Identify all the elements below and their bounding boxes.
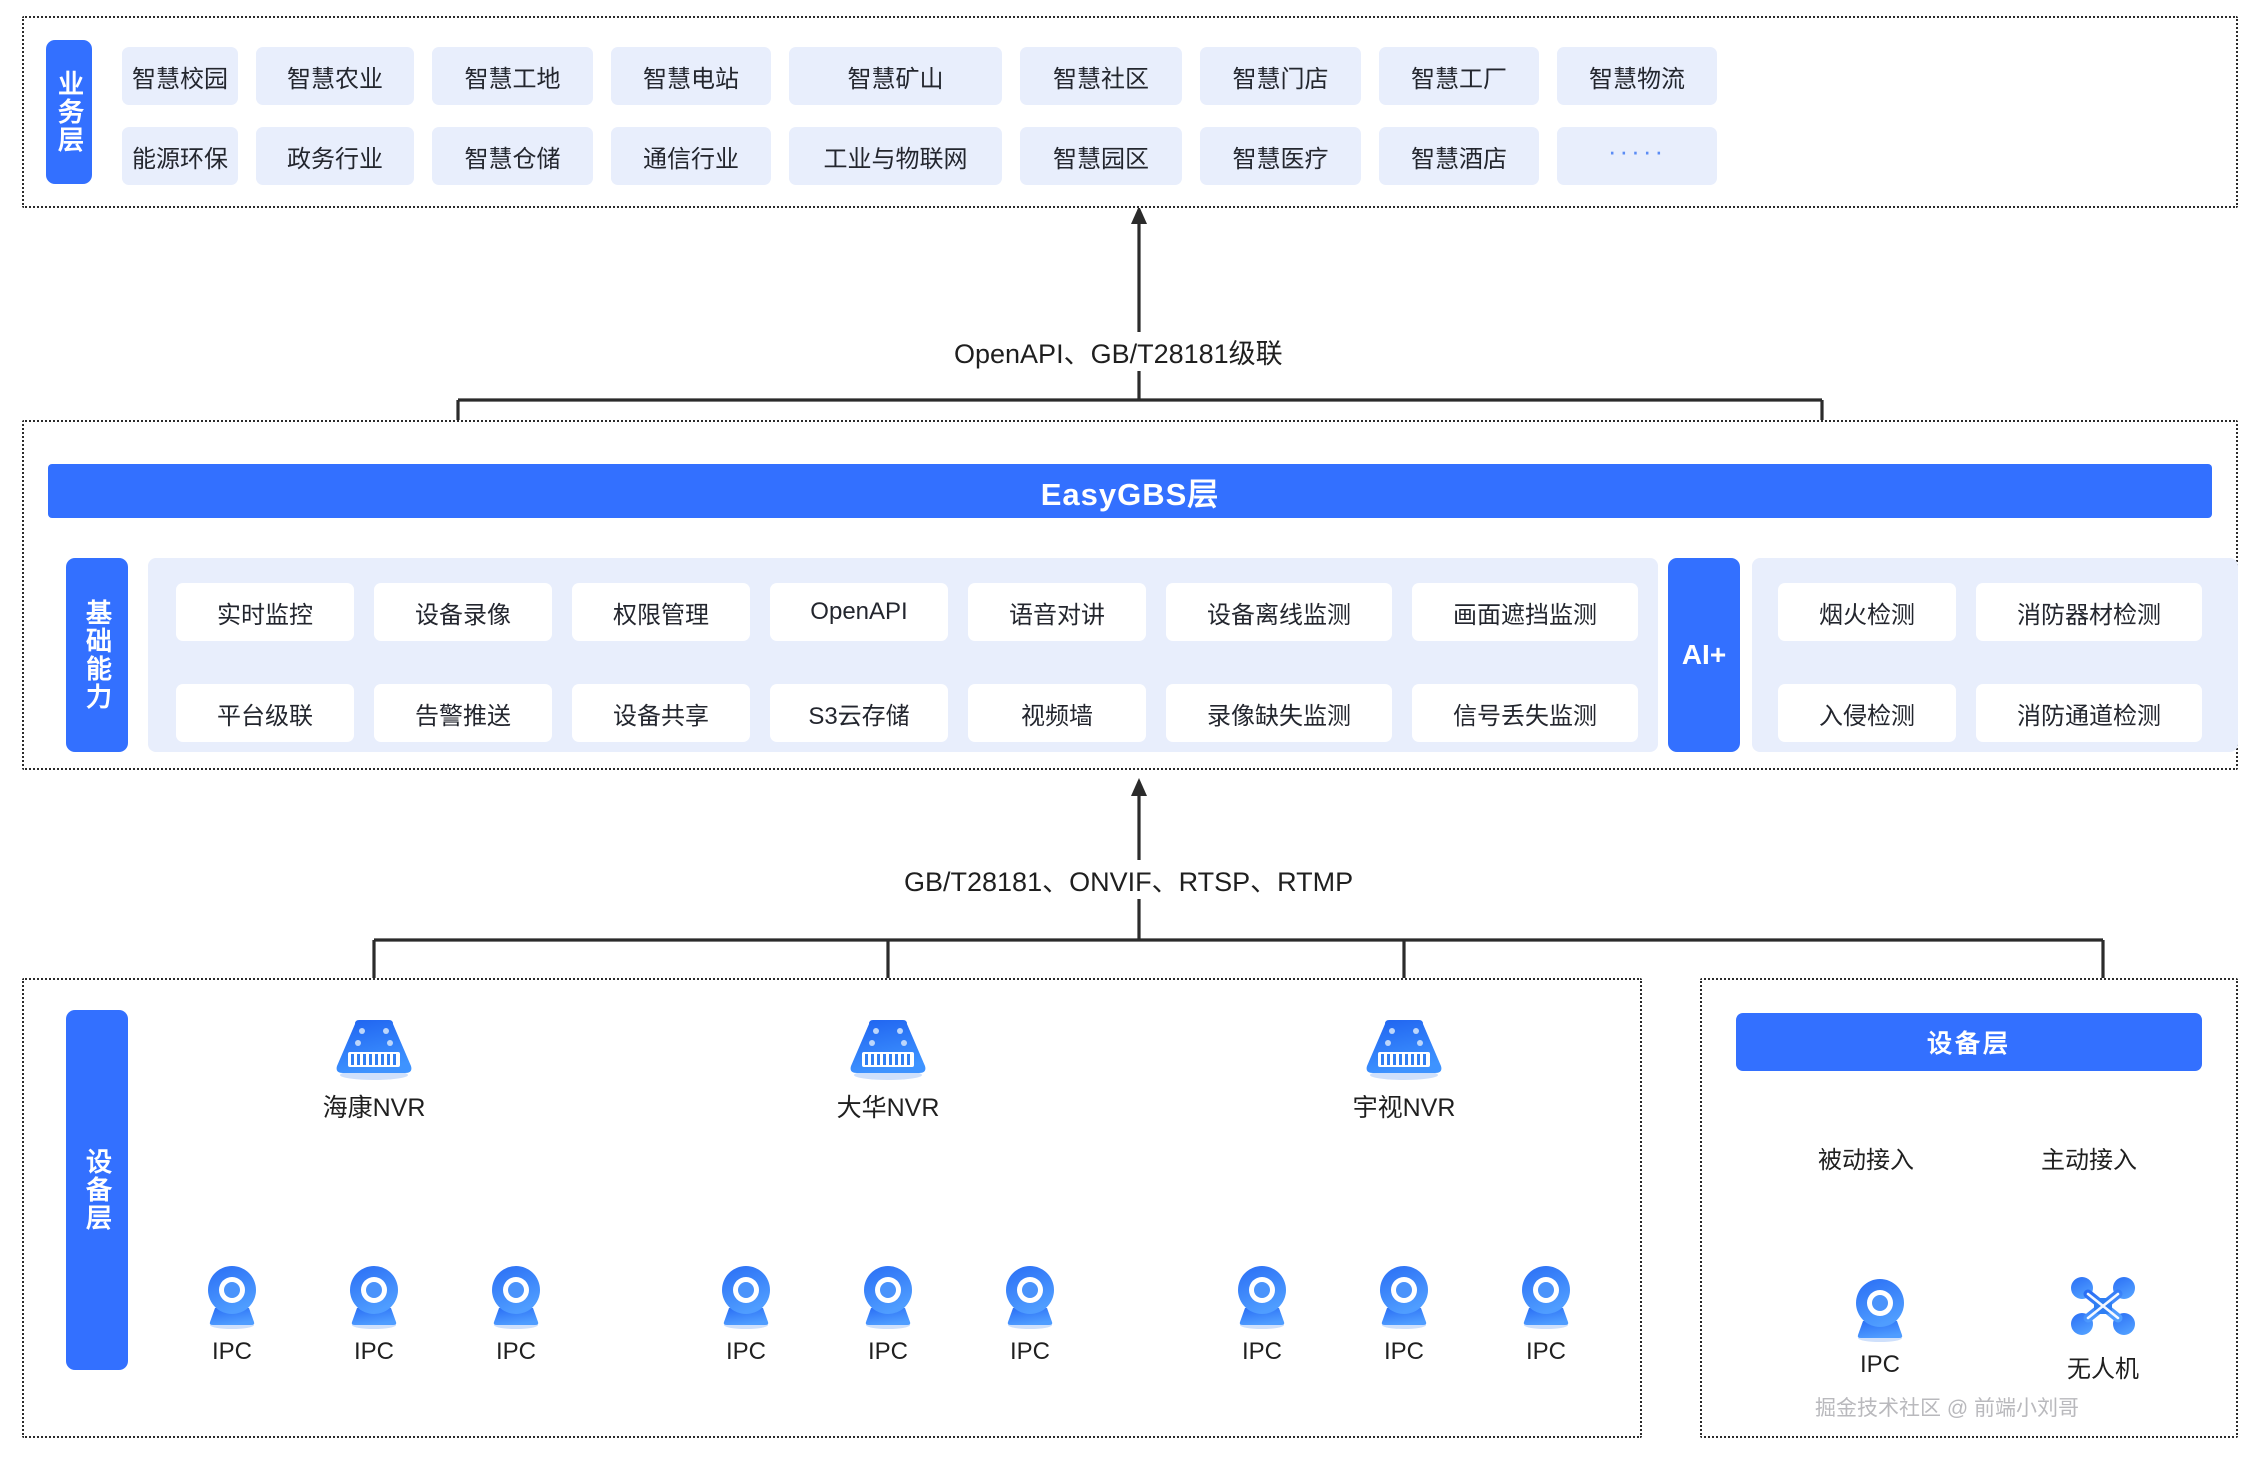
device-layer-side-label: 设备层 — [66, 1010, 128, 1370]
nvr-label: 海康NVR — [322, 1094, 426, 1122]
capability-layer-side-label: 基础能力 — [66, 558, 128, 752]
ipc-node[interactable]: IPC — [1847, 1275, 1913, 1379]
ipc-node[interactable]: IPC — [997, 1262, 1063, 1366]
ipc-label: IPC — [1241, 1338, 1282, 1365]
access-mode-active: 主动接入 — [2031, 1140, 2147, 1175]
easygbs-title: EasyGBS层 — [1040, 476, 1220, 512]
ipc-label: IPC — [725, 1338, 766, 1365]
ai-chip[interactable]: 消防通道检测 — [1976, 684, 2202, 742]
business-chip[interactable]: 智慧校园 — [122, 47, 238, 105]
ipc-node[interactable]: IPC — [1371, 1262, 1437, 1366]
top-link-caption: OpenAPI、GB/T28181级联 — [940, 332, 1297, 371]
nvr-icon — [1366, 1020, 1442, 1080]
access-mode-passive: 被动接入 — [1808, 1140, 1924, 1175]
drone-icon — [2071, 1277, 2135, 1335]
capability-chip[interactable]: 画面遮挡监测 — [1412, 583, 1638, 641]
business-chip[interactable]: 能源环保 — [122, 127, 238, 185]
business-layer-side-label: 业务层 — [46, 40, 92, 184]
ai-chip[interactable]: 消防器材检测 — [1976, 583, 2202, 641]
business-chip[interactable]: 智慧电站 — [611, 47, 771, 105]
capability-chip[interactable]: 设备共享 — [572, 684, 750, 742]
watermark: 掘金技术社区 @ 前端小刘哥 — [1815, 1397, 2079, 1420]
nvr-icon — [850, 1020, 926, 1080]
camera-icon — [1006, 1266, 1054, 1329]
nvr-node[interactable]: 大华NVR — [837, 1018, 939, 1124]
ipc-label: IPC — [495, 1338, 536, 1365]
business-chip[interactable]: 智慧门店 — [1200, 47, 1361, 105]
capability-chip[interactable]: 平台级联 — [176, 684, 354, 742]
ipc-label: IPC — [1525, 1338, 1566, 1365]
ipc-label: IPC — [1009, 1338, 1050, 1365]
ipc-node[interactable]: IPC — [483, 1262, 549, 1366]
business-chip[interactable]: 智慧矿山 — [789, 47, 1002, 105]
nvr-icon — [336, 1020, 412, 1080]
camera-icon — [492, 1266, 540, 1329]
nvr-node[interactable]: 宇视NVR — [1353, 1018, 1455, 1124]
capability-chip[interactable]: 权限管理 — [572, 583, 750, 641]
business-chip[interactable]: 工业与物联网 — [789, 127, 1002, 185]
ipc-label: IPC — [211, 1338, 252, 1365]
ai-row-1: 烟火检测 消防器材检测 — [1778, 583, 2202, 641]
capability-chip[interactable]: S3云存储 — [770, 684, 948, 742]
business-chip[interactable]: 通信行业 — [611, 127, 771, 185]
camera-icon — [722, 1266, 770, 1329]
nvr-label: 大华NVR — [836, 1094, 940, 1122]
ipc-label: IPC — [867, 1338, 908, 1365]
business-chip[interactable]: 智慧物流 — [1557, 47, 1717, 105]
ai-chip[interactable]: 入侵检测 — [1778, 684, 1956, 742]
capability-row-2: 平台级联 告警推送 设备共享 S3云存储 视频墙 录像缺失监测 信号丢失监测 — [176, 684, 1638, 742]
bottom-link-caption: GB/T28181、ONVIF、RTSP、RTMP — [890, 860, 1368, 899]
business-chip[interactable]: 智慧社区 — [1020, 47, 1182, 105]
ai-chip[interactable]: 烟火检测 — [1778, 583, 1956, 641]
camera-icon — [1522, 1266, 1570, 1329]
ipc-node[interactable]: IPC — [855, 1262, 921, 1366]
camera-icon — [1238, 1266, 1286, 1329]
camera-icon — [208, 1266, 256, 1329]
business-chip[interactable]: 智慧园区 — [1020, 127, 1182, 185]
capability-chip[interactable]: 设备录像 — [374, 583, 552, 641]
business-chip[interactable]: 智慧仓储 — [432, 127, 593, 185]
business-chip[interactable]: 智慧工地 — [432, 47, 593, 105]
ai-plus-label: AI+ — [1681, 639, 1727, 670]
device-layer-title: 设备层 — [1926, 1030, 2011, 1058]
business-layer-row-2: 能源环保 政务行业 智慧仓储 通信行业 工业与物联网 智慧园区 智慧医疗 智慧酒… — [122, 127, 2218, 185]
ipc-node[interactable]: IPC — [1513, 1262, 1579, 1366]
capability-chip[interactable]: 语音对讲 — [968, 583, 1146, 641]
capability-chip[interactable]: 信号丢失监测 — [1412, 684, 1638, 742]
drone-label: 无人机 — [2067, 1356, 2139, 1383]
business-chip[interactable]: 智慧酒店 — [1379, 127, 1539, 185]
capability-chip[interactable]: OpenAPI — [770, 583, 948, 641]
ipc-node[interactable]: IPC — [199, 1262, 265, 1366]
business-chip[interactable]: 智慧工厂 — [1379, 47, 1539, 105]
ipc-label: IPC — [1383, 1338, 1424, 1365]
business-chip[interactable]: 政务行业 — [256, 127, 414, 185]
ipc-node[interactable]: IPC — [341, 1262, 407, 1366]
ipc-node[interactable]: IPC — [713, 1262, 779, 1366]
drone-node[interactable]: 无人机 — [2067, 1275, 2139, 1384]
capability-chip[interactable]: 视频墙 — [968, 684, 1146, 742]
nvr-node[interactable]: 海康NVR — [323, 1018, 425, 1124]
business-chip[interactable]: 智慧农业 — [256, 47, 414, 105]
device-layer-title-bar: 设备层 — [1736, 1013, 2202, 1071]
capability-chip[interactable]: 录像缺失监测 — [1166, 684, 1392, 742]
nvr-label: 宇视NVR — [1352, 1094, 1456, 1122]
ai-plus-badge: AI+ — [1668, 558, 1740, 752]
camera-icon — [350, 1266, 398, 1329]
business-chip-more[interactable]: ····· — [1557, 127, 1717, 185]
ipc-label: IPC — [1859, 1351, 1900, 1378]
ipc-label: IPC — [353, 1338, 394, 1365]
camera-icon — [864, 1266, 912, 1329]
camera-icon — [1856, 1279, 1904, 1342]
capability-chip[interactable]: 设备离线监测 — [1166, 583, 1392, 641]
capability-row-1: 实时监控 设备录像 权限管理 OpenAPI 语音对讲 设备离线监测 画面遮挡监… — [176, 583, 1638, 641]
easygbs-title-bar: EasyGBS层 — [48, 464, 2212, 518]
ipc-node[interactable]: IPC — [1229, 1262, 1295, 1366]
camera-icon — [1380, 1266, 1428, 1329]
business-layer-row-1: 智慧校园 智慧农业 智慧工地 智慧电站 智慧矿山 智慧社区 智慧门店 智慧工厂 … — [122, 47, 2218, 105]
capability-chip[interactable]: 告警推送 — [374, 684, 552, 742]
business-chip[interactable]: 智慧医疗 — [1200, 127, 1361, 185]
capability-chip[interactable]: 实时监控 — [176, 583, 354, 641]
ai-row-2: 入侵检测 消防通道检测 — [1778, 684, 2202, 742]
